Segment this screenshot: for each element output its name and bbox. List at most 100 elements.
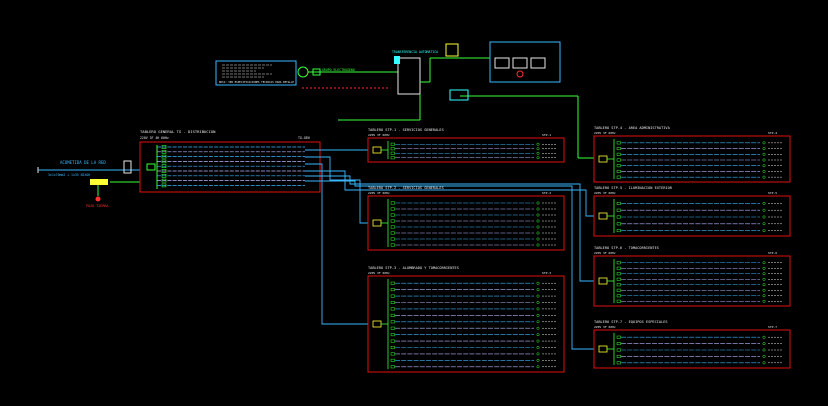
circuit-breaker-icon xyxy=(390,142,395,146)
circuit-breaker-icon xyxy=(390,237,395,241)
load-icon xyxy=(536,352,540,356)
note-text-lines xyxy=(222,64,272,78)
circuit-breaker-icon xyxy=(616,175,621,179)
circuit-breaker-icon xyxy=(616,261,621,265)
circuit-breaker-icon xyxy=(390,243,395,247)
circuit-breaker-icon xyxy=(616,272,621,276)
feeder-breaker-icon xyxy=(161,178,167,183)
circuit-breaker-icon xyxy=(390,288,395,292)
subpanel-subtitle: 220V 3F 60Hz xyxy=(368,133,390,137)
subpanel-title: TABLERO STP-6 - TOMACORRIENTES xyxy=(594,246,659,250)
trunk-feeder-line xyxy=(305,163,368,325)
circuit-breaker-icon xyxy=(390,281,395,285)
circuit-breaker-icon xyxy=(616,342,621,346)
subpanel-main-breaker-icon xyxy=(372,219,382,227)
subpanel-main-breaker-icon xyxy=(372,320,382,328)
circuit-breaker-icon xyxy=(390,346,395,349)
load-icon xyxy=(762,141,766,145)
circuit-breaker-icon xyxy=(616,288,621,292)
main-panel-subtitle: 220V 3F 4H 60Hz xyxy=(140,136,169,140)
circuit-breaker-icon xyxy=(616,222,621,226)
load-icon xyxy=(536,237,540,241)
ground-connection: POZO TIERRA xyxy=(86,179,140,208)
load-icon xyxy=(536,213,540,217)
feeder-breaker-icon xyxy=(161,169,167,173)
load-icon xyxy=(536,219,540,223)
load-icon xyxy=(536,243,540,247)
subpanel-border xyxy=(593,329,791,369)
circuit-breaker-icon xyxy=(390,358,395,362)
load-icon xyxy=(762,335,766,339)
circuit-breaker-icon xyxy=(616,158,621,162)
trunk-feeder-line xyxy=(305,175,594,282)
feeder-breaker-icon xyxy=(161,159,167,164)
load-icon xyxy=(536,339,540,343)
load-icon xyxy=(762,266,766,270)
subpanel-subtitle: 220V 3F 60Hz xyxy=(368,271,390,275)
subpanel-border xyxy=(593,255,791,307)
load-icon xyxy=(536,320,540,324)
subpanel-stp2: TABLERO STP-2 - SERVICIOS GENERALES220V … xyxy=(367,186,565,251)
load-icon xyxy=(536,365,540,369)
transfer-switch-indicator xyxy=(394,56,400,64)
subpanel-stp4: TABLERO STP-4 - AREA ADMINISTRATIVA220V … xyxy=(593,126,791,183)
feeder-breaker-icon xyxy=(161,183,167,188)
load-icon xyxy=(536,156,540,160)
subpanel-main-breaker-icon xyxy=(598,155,608,163)
load-icon xyxy=(536,294,540,298)
load-icon xyxy=(762,299,766,303)
feeder-breaker-icon xyxy=(161,150,167,154)
load-icon xyxy=(762,272,766,276)
load-icon xyxy=(762,354,766,358)
load-icon xyxy=(762,201,766,205)
subpanel-main-breaker-icon xyxy=(598,277,608,285)
load-icon xyxy=(536,326,540,330)
circuit-breaker-icon xyxy=(390,201,395,205)
circuit-breaker-icon xyxy=(616,335,621,339)
subpanel-main-breaker-icon xyxy=(372,146,382,154)
gen-breaker-icon xyxy=(312,68,321,76)
circuit-breaker-icon xyxy=(390,365,395,369)
transfer-switch-box xyxy=(397,57,421,95)
circuit-breaker-icon xyxy=(390,151,395,155)
incoming-label: ACOMETIDA DE LA RED xyxy=(60,160,106,165)
circuit-breaker-icon xyxy=(616,141,621,145)
ground-bar xyxy=(90,179,108,185)
trunk-feeder-line xyxy=(305,180,594,350)
load-icon xyxy=(536,358,540,362)
incoming-feeder: ACOMETIDA DE LA RED 3x1x70mm2 + 1x35 N2X… xyxy=(37,160,140,177)
circuit-breaker-icon xyxy=(390,307,395,311)
ats-contactor-c xyxy=(530,57,546,69)
load-icon xyxy=(536,288,540,292)
circuit-breaker-icon xyxy=(390,219,395,223)
load-icon xyxy=(762,152,766,156)
circuit-breaker-icon xyxy=(390,333,395,337)
subpanel-subtitle: 220V 3F 60Hz xyxy=(594,325,616,329)
load-icon xyxy=(762,277,766,281)
subpanel-subtitle: 220V 3F 60Hz xyxy=(594,251,616,255)
meter-box xyxy=(123,160,132,174)
subpanel-border xyxy=(367,195,565,251)
circuit-breaker-icon xyxy=(616,294,621,298)
load-icon xyxy=(536,151,540,155)
circuit-breaker-icon xyxy=(390,231,395,235)
feeder-breaker-icon xyxy=(161,174,167,178)
load-icon xyxy=(536,346,540,349)
load-icon xyxy=(762,288,766,292)
subpanel-border xyxy=(593,195,791,237)
subpanel-tag: STP-3 xyxy=(542,271,551,275)
circuit-breaker-icon xyxy=(390,225,395,229)
load-icon xyxy=(762,361,766,365)
feeder-breaker-icon xyxy=(161,154,167,159)
subpanel-title: TABLERO STP-4 - AREA ADMINISTRATIVA xyxy=(594,126,671,130)
load-icon xyxy=(536,307,540,311)
circuit-breaker-icon xyxy=(616,147,621,151)
circuit-breaker-icon xyxy=(616,277,621,281)
circuit-breaker-icon xyxy=(616,361,621,365)
circuit-breaker-icon xyxy=(616,299,621,303)
load-icon xyxy=(536,301,540,304)
circuit-breaker-icon xyxy=(616,208,621,212)
gen-label: GRUPO ELECTROGENO xyxy=(322,68,355,72)
